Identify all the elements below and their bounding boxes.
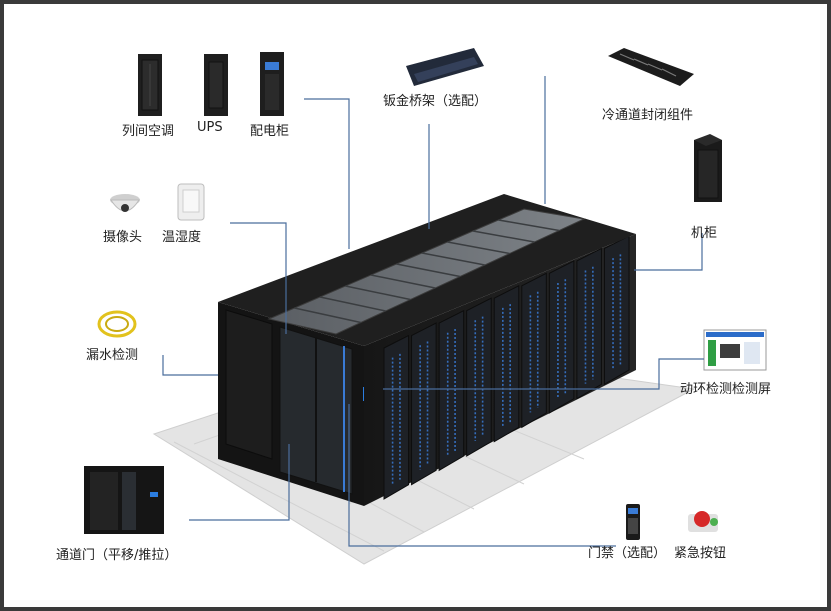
monitor-screen-label: 动环检测检测屏	[680, 382, 772, 397]
camera-icon	[110, 194, 140, 212]
roof-slat	[396, 263, 461, 278]
cabinet-door	[466, 297, 492, 457]
cold-aisle-label: 冷通道封闭组件	[602, 108, 694, 123]
emergency-button-icon	[688, 511, 718, 532]
roof-slat	[319, 296, 386, 312]
row-ac-icon	[138, 54, 162, 116]
roof-slat	[472, 230, 535, 243]
pdu-icon	[260, 52, 284, 116]
monitor-screen-icon	[703, 329, 767, 371]
temp-humidity-label: 温湿度	[162, 230, 202, 245]
cabinet-label: 机柜	[691, 226, 718, 241]
roof-slat	[421, 252, 485, 266]
ups-label: UPS	[197, 120, 223, 135]
roof-slat	[345, 285, 411, 301]
access-control-label: 门禁（选配）	[588, 546, 667, 561]
access-control-reader-icon	[626, 504, 640, 540]
cabinet-door	[603, 235, 630, 386]
roof	[218, 194, 636, 346]
cabinet-door	[548, 260, 575, 414]
cabinet-door	[576, 247, 602, 400]
aisle-door-icon	[84, 466, 164, 534]
cable-tray-icon	[406, 48, 484, 86]
cabinet-door	[521, 272, 547, 429]
cabinet-icon	[694, 134, 722, 202]
pdu-label: 配电柜	[250, 124, 290, 139]
water-leak-cable-icon	[97, 310, 137, 338]
roof-slat	[370, 274, 436, 289]
roof-slat	[294, 307, 361, 324]
ups-icon	[204, 54, 228, 116]
emergency-button-label: 紧急按钮	[674, 546, 727, 561]
aisle-door-label: 通道门（平移/推拉）	[56, 548, 178, 563]
roof-slat	[498, 219, 560, 232]
cabinet-door	[438, 309, 465, 472]
diagram-frame: 列间空调 UPS 配电柜 钣金桥架（选配） 冷通道封闭组件 摄像头 温湿度 机柜…	[4, 4, 827, 607]
temp-humidity-sensor-icon	[177, 183, 205, 221]
water-leak-label: 漏水检测	[86, 348, 139, 363]
cabinet-door	[493, 284, 520, 443]
cold-aisle-kit-icon	[608, 48, 694, 86]
roof-slat	[447, 241, 510, 255]
cabinet-door	[383, 334, 410, 500]
leader-lines	[162, 76, 704, 547]
micro-datacenter-illustration	[84, 48, 767, 565]
camera-label: 摄像头	[103, 230, 143, 245]
row-ac-label: 列间空调	[122, 124, 175, 139]
cable-tray-label: 钣金桥架（选配）	[383, 94, 488, 109]
cabinet-door	[411, 322, 437, 486]
